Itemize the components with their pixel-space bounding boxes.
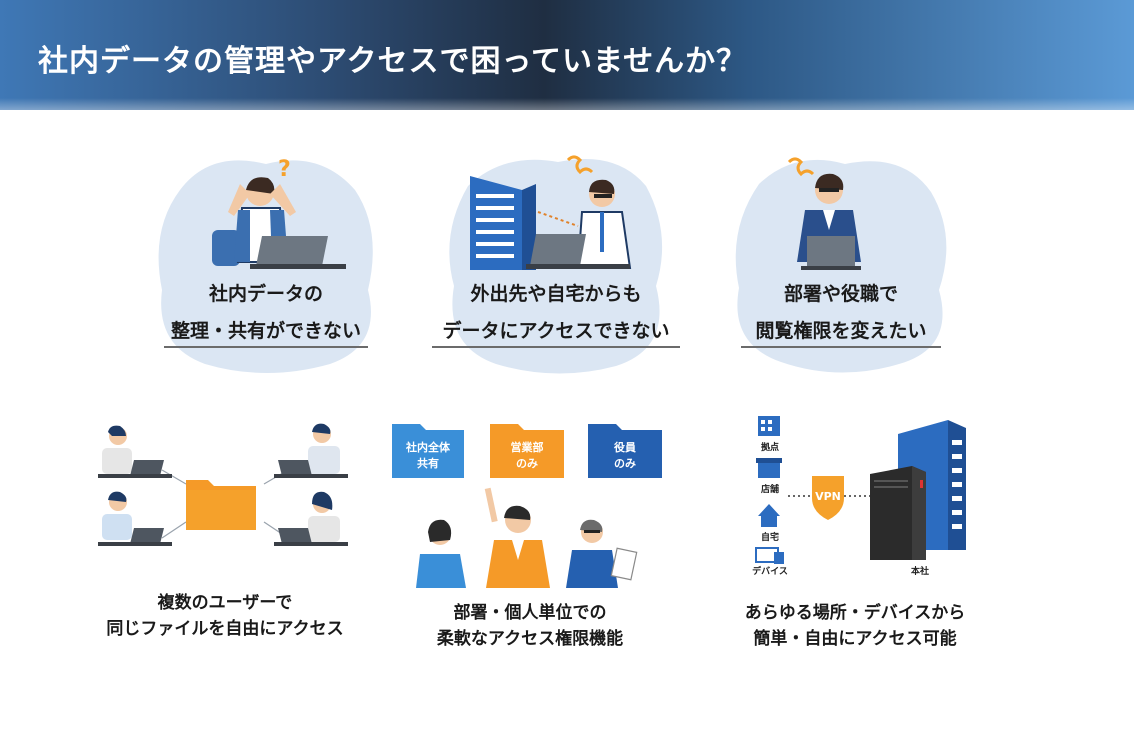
branch-building-icon xyxy=(758,416,780,436)
folder-row xyxy=(392,424,662,478)
folder-icon xyxy=(588,424,662,478)
hq-label: 本社 xyxy=(911,565,929,577)
feature-caption-line2: 簡単・自由にアクセス可能 xyxy=(753,629,957,649)
feature-caption-line1: あらゆる場所・デバイスから xyxy=(744,603,966,623)
user-icon xyxy=(98,425,172,478)
folder-label-sales: 営業部 のみ xyxy=(490,440,564,472)
remote-worker-icon xyxy=(470,155,632,270)
vpn-network-illustration: 拠点 店舗 自宅 デバイス VPN xyxy=(752,416,966,577)
user-icon xyxy=(274,491,348,546)
folder-label-company: 社内全体 共有 xyxy=(392,440,464,472)
user-icon xyxy=(98,491,172,546)
folder-label-executive: 役員 のみ xyxy=(588,440,662,472)
feature-permissions: 社内全体 共有 営業部 のみ 役員 のみ 部署・個人単位での xyxy=(380,410,680,660)
problem-card-remote-access: 外出先や自宅からも データにアクセスできない xyxy=(432,150,680,376)
page-title: 社内データの管理やアクセスで困っていませんか？ xyxy=(38,44,748,79)
svg-text:VPN: VPN xyxy=(815,490,841,503)
problem-line2: 閲覧権限を変えたい xyxy=(755,320,927,342)
device-icon xyxy=(755,547,784,564)
shared-folder-illustration xyxy=(98,423,348,546)
problem-line1: 部署や役職で xyxy=(783,283,898,305)
feature-shared-files: 複数のユーザーで 同じファイルを自由にアクセス xyxy=(90,410,360,650)
problem-line1: 外出先や自宅からも xyxy=(470,283,642,305)
folder-label-line1: 営業部 xyxy=(510,441,544,454)
problem-line1: 社内データの xyxy=(208,283,323,305)
header-shade xyxy=(0,98,1134,110)
location-label: 自宅 xyxy=(761,531,779,543)
home-icon xyxy=(758,504,780,527)
confused-person-icon: ? xyxy=(212,157,346,269)
location-label: デバイス xyxy=(752,565,788,577)
feature-caption: 複数のユーザーで 同じファイルを自由にアクセス xyxy=(90,590,360,642)
location-label: 拠点 xyxy=(761,441,779,453)
folder-label-line1: 社内全体 xyxy=(406,441,450,454)
folder-label-line2: のみ xyxy=(614,457,636,470)
feature-caption-line1: 複数のユーザーで xyxy=(157,593,293,613)
feature-caption: あらゆる場所・デバイスから 簡単・自由にアクセス可能 xyxy=(710,600,1000,652)
feature-vpn-access: 拠点 店舗 自宅 デバイス VPN xyxy=(730,410,980,660)
problem-card-permissions: 部署や役職で 閲覧権限を変えたい xyxy=(725,150,957,376)
manager-icon xyxy=(787,157,861,270)
problem-line2: 整理・共有ができない xyxy=(170,320,361,342)
female-staff-icon xyxy=(416,519,466,588)
problem-underline xyxy=(741,346,941,348)
problem-card-organize: ? 社内データの 整理・共有ができない xyxy=(150,150,382,376)
feature-caption-line2: 柔軟なアクセス権限機能 xyxy=(436,629,624,649)
executive-staff-icon xyxy=(566,519,638,588)
problem-line2: データにアクセスできない xyxy=(442,320,670,342)
folder-label-line2: のみ xyxy=(516,457,538,470)
svg-text:?: ? xyxy=(278,157,291,182)
store-icon xyxy=(756,458,782,478)
folder-label-line2: 共有 xyxy=(417,457,439,470)
user-icon xyxy=(274,423,348,478)
feature-caption-line2: 同じファイルを自由にアクセス xyxy=(106,619,344,639)
folder-icon xyxy=(490,424,564,478)
folder-label-line1: 役員 xyxy=(614,441,636,454)
problem-underline xyxy=(432,346,680,348)
staff-illustration xyxy=(416,487,638,588)
folder-icon xyxy=(186,480,256,530)
vpn-shield-icon: VPN xyxy=(812,476,844,520)
problem-underline xyxy=(164,346,368,348)
sales-staff-pointing-icon xyxy=(484,487,550,588)
feature-caption: 部署・個人単位での 柔軟なアクセス権限機能 xyxy=(380,600,680,652)
server-icon xyxy=(870,466,926,560)
header-banner: 社内データの管理やアクセスで困っていませんか？ xyxy=(0,0,1134,110)
feature-caption-line1: 部署・個人単位での xyxy=(453,603,607,623)
location-label: 店舗 xyxy=(761,483,779,495)
folder-icon xyxy=(392,424,464,478)
